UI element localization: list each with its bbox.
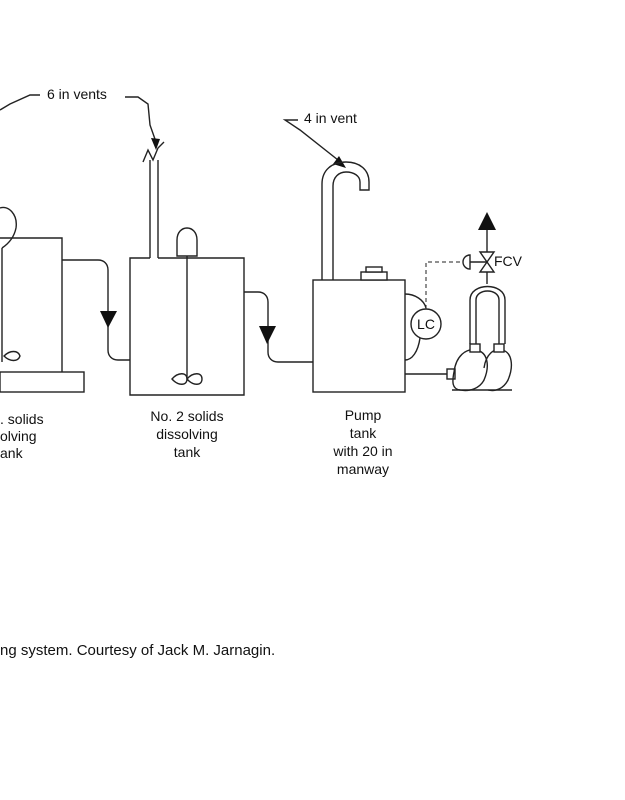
flow-control-valve: FCV — [462, 212, 523, 284]
lc-label: LC — [417, 316, 435, 332]
overflow-line-2 — [244, 291, 313, 363]
pump-tank-vent — [321, 161, 370, 280]
tank-2-label: No. 2 solids dissolving tank — [150, 408, 223, 460]
fcv-label: FCV — [494, 253, 523, 269]
vent-leader-arrowhead — [151, 138, 160, 150]
svg-text:with 20 in: with 20 in — [332, 443, 392, 459]
pumps — [446, 285, 513, 392]
tank-1-label: . solids olving ank — [0, 411, 44, 461]
svg-text:ank: ank — [0, 445, 24, 461]
svg-text:manway: manway — [337, 461, 389, 477]
svg-text:. solids: . solids — [0, 411, 44, 427]
tank-1 — [0, 206, 85, 393]
svg-text:Pump: Pump — [345, 407, 382, 423]
pump-tank — [312, 266, 406, 393]
svg-text:tank: tank — [350, 425, 377, 441]
svg-text:dissolving: dissolving — [156, 426, 217, 442]
tank-2-vents — [142, 141, 165, 258]
svg-text:No. 2 solids: No. 2 solids — [150, 408, 223, 424]
level-controller: LC — [404, 261, 470, 361]
tank-2 — [129, 227, 245, 396]
vent-4in-label: 4 in vent — [304, 110, 357, 126]
svg-text:tank: tank — [174, 444, 201, 460]
overflow-line-1 — [62, 259, 130, 361]
figure-caption: ng system. Courtesy of Jack M. Jarnagin. — [0, 642, 275, 659]
vent-leader-left — [0, 94, 40, 111]
svg-text:olving: olving — [0, 428, 37, 444]
vents-6in-label: 6 in vents — [47, 86, 107, 102]
pump-tank-label: Pump tank with 20 in manway — [332, 407, 392, 477]
vent-4in-leader — [282, 119, 339, 161]
vent-leader-right — [125, 96, 157, 143]
